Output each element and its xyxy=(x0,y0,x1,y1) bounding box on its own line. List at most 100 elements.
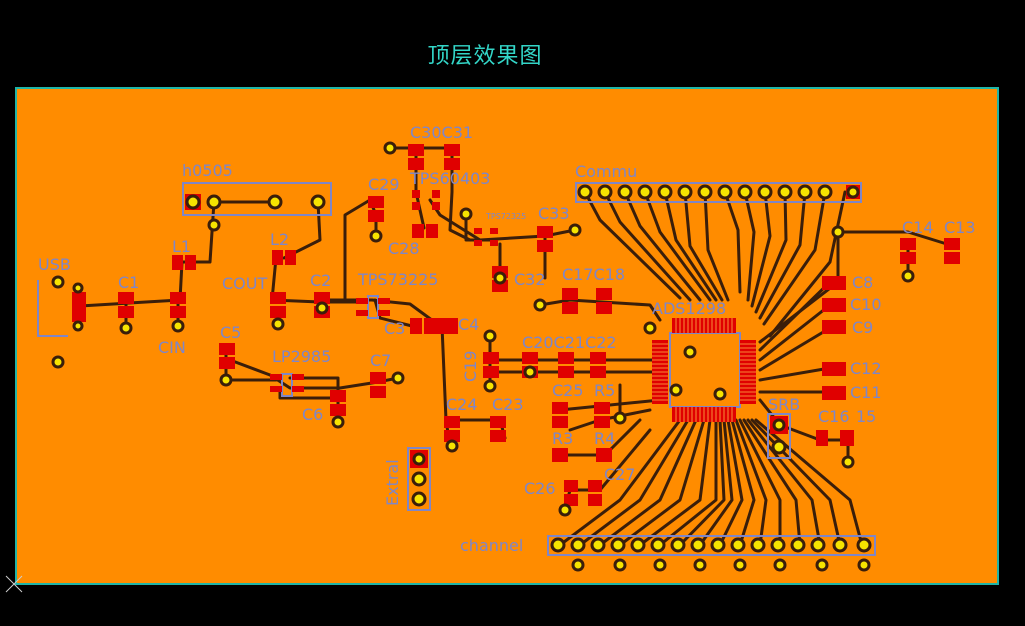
l1-pad-b xyxy=(185,255,196,270)
channel-pin xyxy=(710,537,726,553)
c14-pad-a xyxy=(900,238,916,250)
commu-pin xyxy=(717,184,733,200)
channel-pin xyxy=(690,537,706,553)
label-c5: C5 xyxy=(220,323,241,342)
l2-pad-b xyxy=(285,250,296,265)
label-c15: 15 xyxy=(856,407,876,426)
srb-pin xyxy=(771,439,787,455)
label-c32: C32 xyxy=(514,270,546,289)
lp2985-pin4 xyxy=(292,386,304,392)
c12-pad-a xyxy=(822,362,834,376)
c29-pad-a xyxy=(368,196,384,208)
via xyxy=(841,455,855,469)
c9-pad-b xyxy=(834,320,846,334)
c22-pad-b xyxy=(590,366,606,378)
commu-pin xyxy=(737,184,753,200)
tps73225-outline xyxy=(367,295,379,319)
c4-pad-b xyxy=(446,318,458,334)
commu-pin xyxy=(597,184,613,200)
channel-pin xyxy=(856,537,872,553)
label-usb: USB xyxy=(38,255,71,274)
channel-pin xyxy=(750,537,766,553)
c25-pad-b xyxy=(552,416,568,428)
label-c20c21c22: C20C21C22 xyxy=(522,333,617,352)
c33-pad-a xyxy=(537,226,553,238)
label-c24: C24 xyxy=(446,395,478,414)
commu-pin xyxy=(697,184,713,200)
label-c11: C11 xyxy=(850,383,882,402)
via xyxy=(483,329,497,343)
via xyxy=(533,298,547,312)
c7-pad-b xyxy=(370,386,386,398)
label-c2: C2 xyxy=(310,271,331,290)
channel-pin xyxy=(832,537,848,553)
r3-pad xyxy=(552,448,568,462)
via xyxy=(815,558,829,572)
label-c4: C4 xyxy=(458,315,479,334)
tps73225-pin2 xyxy=(356,310,368,316)
c16-pad-a xyxy=(816,430,828,446)
via xyxy=(72,320,84,332)
c7-pad-a xyxy=(370,372,386,384)
usb-pad xyxy=(72,292,86,322)
c25-pad-a xyxy=(552,402,568,414)
label-c17c18: C17C18 xyxy=(562,265,625,284)
label-c19: C19 xyxy=(461,350,480,382)
pcb-board-outline xyxy=(15,87,999,585)
label-c3: C3 xyxy=(384,319,405,338)
channel-pin xyxy=(730,537,746,553)
channel-pin xyxy=(590,537,606,553)
channel-pin xyxy=(630,537,646,553)
label-c33: C33 xyxy=(538,204,570,223)
h0505-pin1 xyxy=(185,194,201,210)
label-c1: C1 xyxy=(118,273,139,292)
page-title: 顶层效果图 xyxy=(427,44,543,69)
c19-pad-a xyxy=(483,352,499,364)
label-c16: C16 xyxy=(818,407,850,426)
via xyxy=(445,439,459,453)
via xyxy=(459,207,473,221)
commu-pin xyxy=(757,184,773,200)
tps60403-pin3 xyxy=(432,190,440,198)
tps-small-pin1 xyxy=(474,228,482,234)
via xyxy=(901,269,915,283)
label-c23: C23 xyxy=(492,395,524,414)
commu-pin xyxy=(617,184,633,200)
label-adc: ADS1298 xyxy=(652,299,726,318)
h0505-pin3 xyxy=(267,194,283,210)
c28-pad-b xyxy=(426,224,438,238)
tps-small-pin4 xyxy=(490,240,498,246)
via xyxy=(391,371,405,385)
commu-pin xyxy=(777,184,793,200)
c30-pad-b xyxy=(408,158,424,170)
commu-pin xyxy=(677,184,693,200)
r5-pad-b xyxy=(594,416,610,428)
lp2985-pin3 xyxy=(292,374,304,380)
label-srb: SRB xyxy=(768,395,800,414)
channel-pin xyxy=(610,537,626,553)
label-h0505: h0505 xyxy=(182,161,233,180)
label-c13: C13 xyxy=(944,218,976,237)
c23-pad-a xyxy=(490,416,506,428)
label-cout: COUT xyxy=(222,274,267,293)
c24-pad-a xyxy=(444,416,460,428)
silkscreen-labels: USB h0505 L1 L2 C1 CIN COUT C2 C3 C4 C5 … xyxy=(38,123,976,555)
extral-pin xyxy=(411,491,427,507)
via xyxy=(857,558,871,572)
label-c8: C8 xyxy=(852,273,873,292)
c30-pad-a xyxy=(408,144,424,156)
c10-pad-a xyxy=(822,298,834,312)
via xyxy=(383,141,397,155)
commu-pin xyxy=(846,185,860,199)
c3-pad-b xyxy=(424,318,436,334)
c18-pad-b xyxy=(596,302,612,314)
label-c26: C26 xyxy=(524,479,556,498)
c2-pad-a xyxy=(314,292,330,304)
channel-pin xyxy=(810,537,826,553)
cout-pad-a xyxy=(270,292,286,304)
c19-pad-b xyxy=(483,366,499,378)
label-tps73225: TPS73225 xyxy=(357,270,438,289)
channel-pin xyxy=(670,537,686,553)
c15-pad-a xyxy=(840,430,854,446)
channel-pin xyxy=(550,537,566,553)
